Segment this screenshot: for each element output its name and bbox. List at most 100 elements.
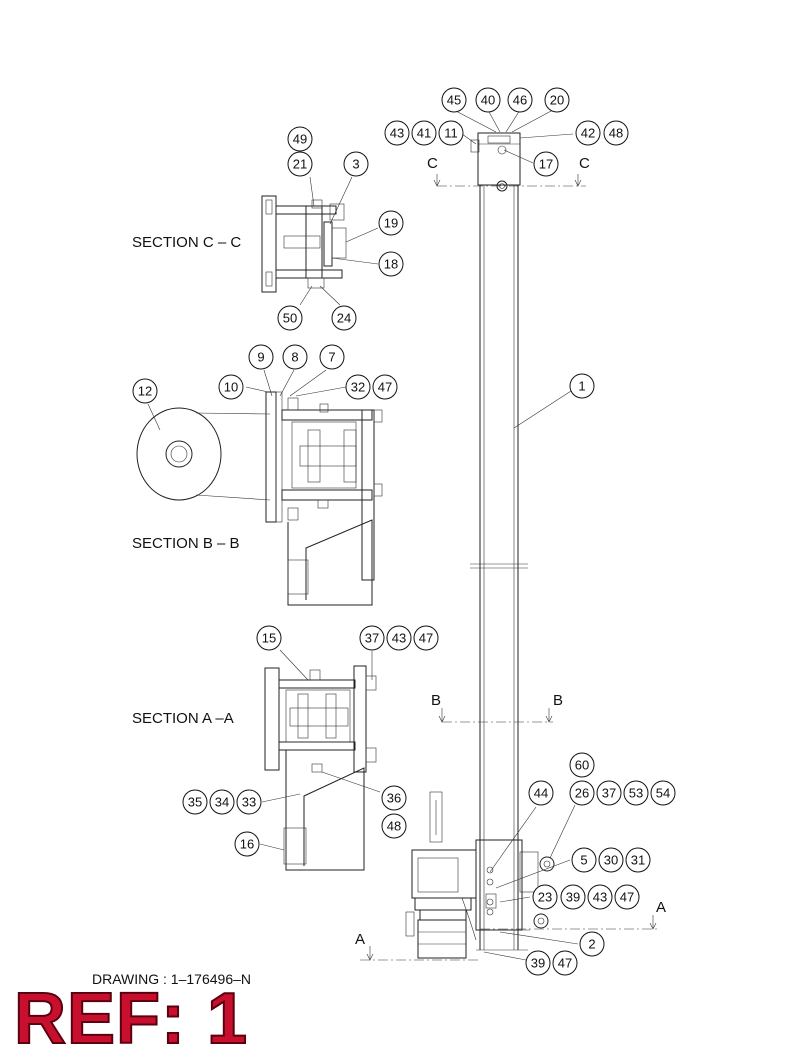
balloon-8: 8 [282,344,308,370]
svg-text:16: 16 [240,837,254,852]
balloon-9: 9 [248,344,274,370]
cut-line-b [438,708,553,723]
balloon-54: 54 [650,780,676,806]
svg-text:20: 20 [550,93,564,108]
svg-text:44: 44 [534,786,548,801]
balloon-17: 17 [533,151,559,177]
balloon-24: 24 [331,305,357,331]
svg-text:39: 39 [531,956,545,971]
balloon-33: 33 [236,789,262,815]
balloon-39: 39 [525,950,551,976]
svg-text:1: 1 [578,379,585,394]
section-aa-label: SECTION A –A [132,710,234,727]
cut-a-right-label: A [656,899,666,916]
balloon-37: 37 [596,780,622,806]
ref-label: REF: 1 [13,979,249,1053]
balloon-46: 46 [507,87,533,113]
svg-text:31: 31 [631,853,645,868]
balloon-48: 48 [381,813,407,839]
balloon-12: 12 [132,378,158,404]
balloon-35: 35 [182,789,208,815]
balloon-39: 39 [560,884,586,910]
svg-text:10: 10 [224,380,238,395]
svg-text:47: 47 [558,956,572,971]
svg-text:37: 37 [602,786,616,801]
leader-lines [147,109,579,961]
balloon-36: 36 [381,785,407,811]
svg-text:47: 47 [620,890,634,905]
svg-text:49: 49 [293,132,307,147]
svg-text:5: 5 [580,853,587,868]
balloon-18: 18 [378,251,404,277]
svg-text:43: 43 [390,126,404,141]
svg-text:48: 48 [609,126,623,141]
balloon-19: 19 [378,210,404,236]
balloon-10: 10 [218,374,244,400]
svg-text:36: 36 [387,791,401,806]
balloon-42: 42 [575,120,601,146]
balloon-30: 30 [598,847,624,873]
svg-text:33: 33 [242,795,256,810]
svg-text:35: 35 [188,795,202,810]
svg-text:45: 45 [447,93,461,108]
cut-line-a [360,915,660,961]
svg-text:43: 43 [392,631,406,646]
svg-text:47: 47 [419,631,433,646]
svg-text:42: 42 [581,126,595,141]
balloon-21: 21 [287,151,313,177]
svg-text:21: 21 [293,157,307,172]
balloon-1: 1 [569,373,595,399]
part-balloons: 45 40 46 20 43 41 11 42 48 17 49 21 3 19… [132,87,676,976]
balloon-53: 53 [623,780,649,806]
svg-text:50: 50 [283,311,297,326]
svg-text:9: 9 [257,350,264,365]
cut-c-left-label: C [427,155,438,172]
balloon-3: 3 [343,151,369,177]
balloon-40: 40 [475,87,501,113]
svg-text:54: 54 [656,786,670,801]
balloon-47: 47 [552,950,578,976]
cut-b-left-label: B [431,692,441,709]
svg-text:47: 47 [378,380,392,395]
balloon-47: 47 [372,374,398,400]
balloon-50: 50 [277,305,303,331]
svg-text:46: 46 [513,93,527,108]
svg-text:53: 53 [629,786,643,801]
balloon-41: 41 [411,120,437,146]
drawing-number: DRAWING : 1–176496–N [92,971,251,987]
svg-text:43: 43 [593,890,607,905]
svg-text:11: 11 [444,126,458,141]
balloon-32: 32 [345,374,371,400]
svg-text:18: 18 [384,257,398,272]
svg-text:3: 3 [352,157,359,172]
svg-text:7: 7 [328,350,335,365]
svg-text:24: 24 [337,311,351,326]
svg-text:48: 48 [387,819,401,834]
balloon-48: 48 [603,120,629,146]
balloon-43: 43 [386,625,412,651]
balloon-47: 47 [614,884,640,910]
cut-line-c [433,174,586,187]
balloon-44: 44 [528,780,554,806]
balloon-37: 37 [359,625,385,651]
svg-text:40: 40 [481,93,495,108]
svg-text:60: 60 [575,758,589,773]
section-cc-view [261,195,347,293]
balloon-7: 7 [319,344,345,370]
balloon-20: 20 [544,87,570,113]
svg-text:17: 17 [539,157,553,172]
balloon-47: 47 [413,625,439,651]
cut-a-left-label: A [355,931,365,948]
svg-text:19: 19 [384,216,398,231]
section-bb-view [136,391,383,606]
section-bb-label: SECTION B – B [132,535,240,552]
balloon-49: 49 [287,126,313,152]
svg-text:12: 12 [138,384,152,399]
section-cc-label: SECTION C – C [132,234,241,251]
balloon-45: 45 [441,87,467,113]
cut-b-right-label: B [553,692,563,709]
balloon-60: 60 [569,752,595,778]
section-aa-view [264,665,377,871]
svg-text:39: 39 [566,890,580,905]
